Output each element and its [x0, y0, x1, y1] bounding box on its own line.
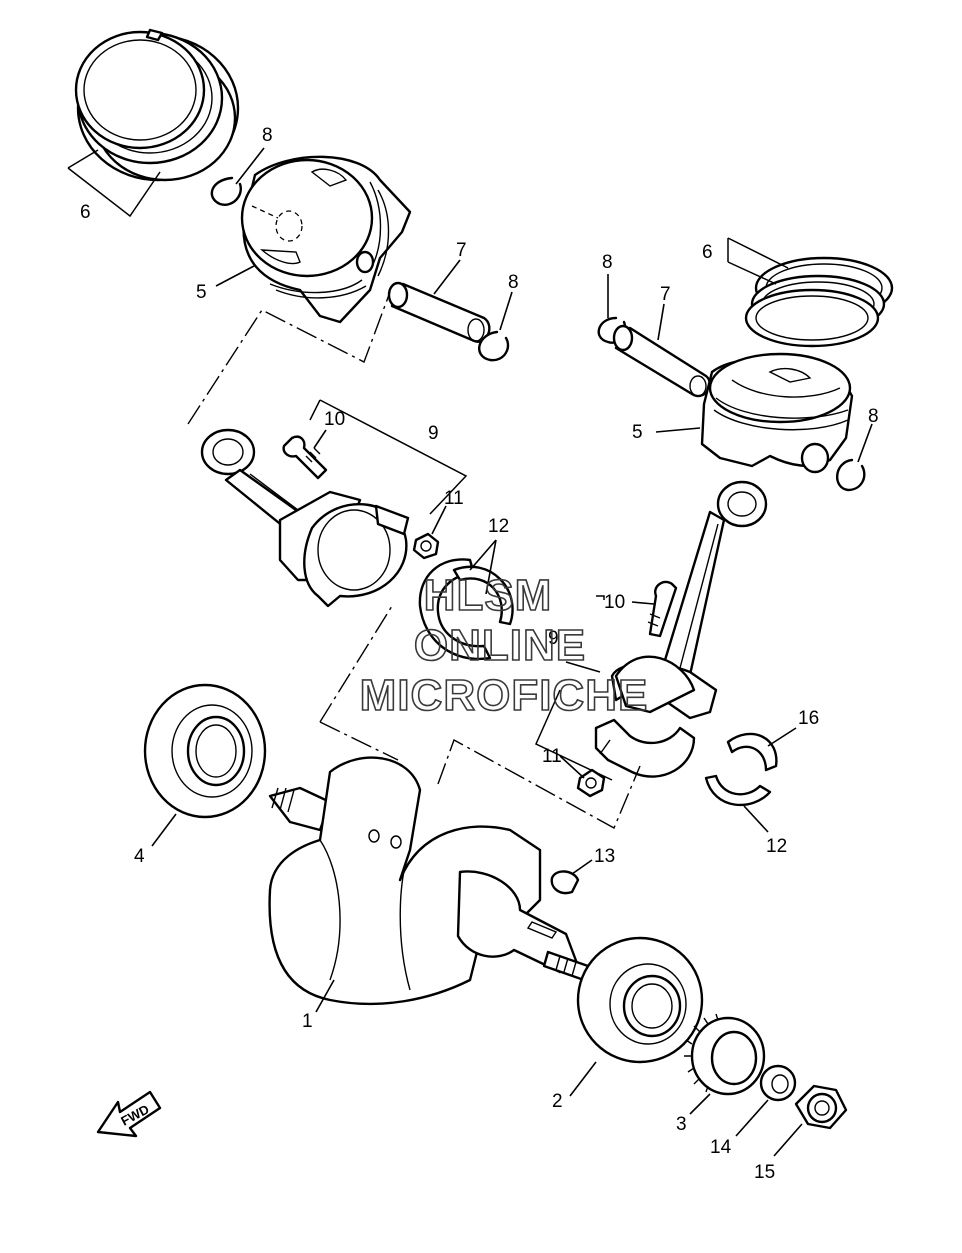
rod-bolt-left — [282, 435, 328, 480]
crankshaft — [268, 756, 590, 1006]
bearing-2 — [576, 936, 704, 1064]
callout-6: 6 — [80, 202, 91, 223]
callout-14: 14 — [710, 1137, 732, 1158]
watermark-line-3: MICROFICHE — [360, 671, 649, 720]
washer-14 — [759, 1064, 797, 1102]
callout-7: 7 — [456, 240, 467, 261]
callout-4: 4 — [134, 846, 145, 867]
bearing-4 — [143, 683, 267, 819]
connecting-rod-right — [610, 480, 768, 720]
callout-3: 3 — [676, 1114, 687, 1135]
watermark-line-2: ONLINE — [414, 621, 586, 670]
piston-pin-clip-right-mid — [836, 458, 866, 492]
nut-15 — [794, 1084, 848, 1130]
piston-pin-clip-left-mid — [478, 330, 510, 362]
callout-9: 9 — [548, 628, 559, 649]
rod-cap-right — [594, 718, 696, 778]
callout-10: 10 — [324, 409, 345, 430]
fwd-arrow-icon: FWD — [96, 1090, 162, 1138]
piston-right — [700, 352, 854, 474]
callout-10: 10 — [604, 592, 625, 613]
callout-8: 8 — [868, 406, 879, 427]
grouping-lines — [67, 149, 789, 829]
callout-6: 6 — [702, 242, 713, 263]
callout-numbers: 8 6 5 7 8 8 6 7 5 8 10 9 11 12 10 9 11 1… — [80, 125, 879, 1183]
bearing-shells-left — [418, 558, 514, 661]
callout-1: 1 — [302, 1011, 313, 1032]
timing-gear-3 — [684, 1013, 766, 1096]
callout-11: 11 — [444, 488, 464, 509]
piston-left — [240, 155, 412, 324]
callout-15: 15 — [754, 1162, 775, 1183]
bearing-shells-right — [704, 732, 778, 807]
leader-lines — [151, 147, 873, 1157]
callout-16: 16 — [798, 708, 819, 729]
callout-8: 8 — [602, 252, 613, 273]
woodruff-key — [550, 870, 580, 895]
rod-nut-left — [412, 532, 440, 560]
piston-pin-right — [612, 324, 711, 398]
rod-bolt-right — [647, 580, 678, 638]
callout-11: 11 — [542, 746, 562, 767]
watermark-line-1: HLSM — [424, 571, 553, 620]
piston-rings-right — [744, 256, 894, 348]
piston-rings-left — [74, 28, 240, 182]
callout-9: 9 — [428, 423, 439, 444]
callout-8: 8 — [262, 125, 273, 146]
callout-12: 12 — [766, 836, 787, 857]
callout-5: 5 — [632, 422, 643, 443]
callout-8: 8 — [508, 272, 519, 293]
callout-5: 5 — [196, 282, 207, 303]
watermark: HLSM ONLINE MICROFICHE — [359, 570, 649, 721]
callout-13: 13 — [594, 846, 615, 867]
callout-12: 12 — [488, 516, 509, 537]
piston-pin-clip-left-top — [210, 176, 242, 206]
callout-7: 7 — [660, 284, 671, 305]
connecting-rod-left — [200, 428, 410, 608]
callout-2: 2 — [552, 1091, 563, 1112]
piston-pin-left — [387, 281, 491, 343]
